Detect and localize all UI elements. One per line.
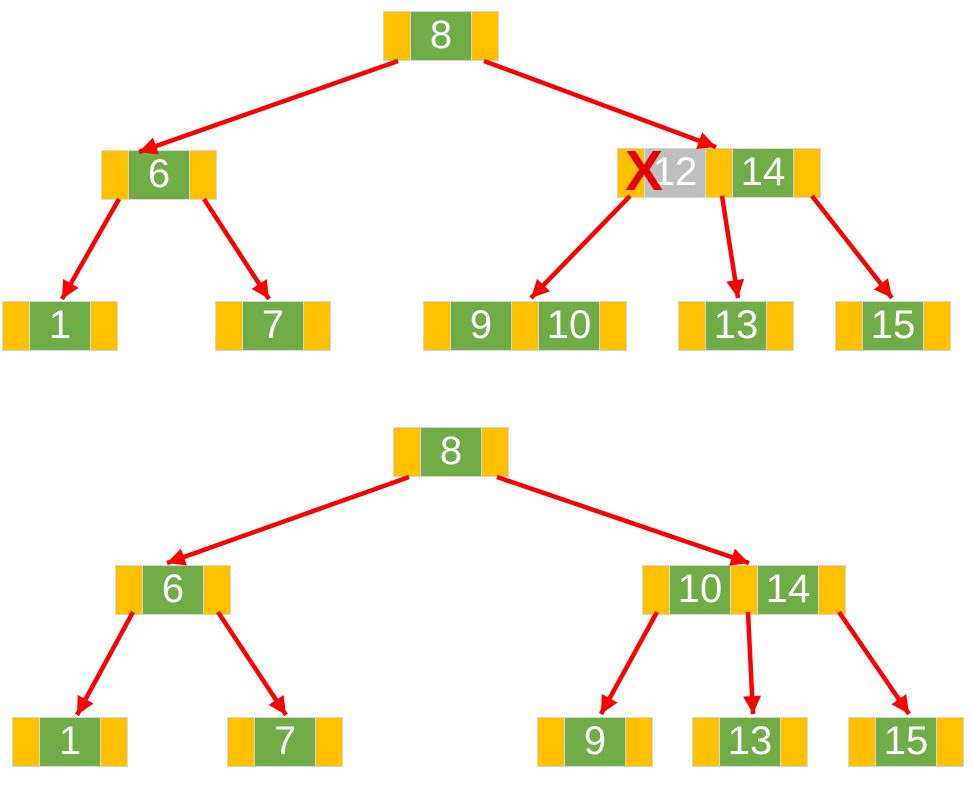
pointer-cell [90, 301, 118, 351]
after-leaf-1-node: 1 [12, 717, 128, 767]
pointer-cell [423, 301, 451, 351]
key-cell: 9 [564, 717, 626, 767]
pointer-cell [730, 565, 758, 615]
arrow-after-root-to-6 [166, 474, 410, 566]
pointer-cell [793, 148, 821, 198]
key-cell: 15 [875, 717, 937, 767]
after-leaf-9-node: 9 [537, 717, 653, 767]
arrow-after-6-to-7 [216, 610, 288, 717]
arrow-before-12-14-to-13 [719, 195, 745, 299]
key-cell: 13 [705, 301, 767, 351]
pointer-cell [189, 150, 217, 200]
arrow-after-10-14-to-15 [837, 610, 911, 716]
key-cell: 1 [39, 717, 101, 767]
before-leaf-13-node: 13 [678, 301, 794, 351]
before-leaf-15-node: 15 [835, 301, 951, 351]
key-cell: 13 [719, 717, 781, 767]
pointer-cell [101, 150, 129, 200]
pointer-cell [203, 565, 231, 615]
pointer-cell [481, 427, 509, 477]
before-leaf-1-node: 1 [2, 301, 118, 351]
key-cell: 14 [732, 148, 794, 198]
after-root-node: 8 [393, 427, 509, 477]
arrow-after-6-to-1 [75, 610, 135, 717]
pointer-cell [215, 301, 243, 351]
after-internal-6-node: 6 [115, 565, 231, 615]
key-cell: 8 [410, 11, 472, 61]
key-cell: 14 [757, 565, 819, 615]
pointer-cell [12, 717, 40, 767]
before-internal-12-14-node: 12 14 [617, 148, 821, 198]
key-cell: 7 [254, 717, 316, 767]
key-cell: 6 [142, 565, 204, 615]
pointer-cell [2, 301, 30, 351]
pointer-cell [511, 301, 539, 351]
pointer-cell [848, 717, 876, 767]
key-cell: 1 [29, 301, 91, 351]
pointer-cell [705, 148, 733, 198]
arrow-before-6-to-7 [202, 197, 271, 301]
key-cell: 8 [420, 427, 482, 477]
before-leaf-7-node: 7 [215, 301, 331, 351]
pointer-cell [315, 717, 343, 767]
key-cell: 9 [450, 301, 512, 351]
pointer-cell [923, 301, 951, 351]
key-cell: 6 [128, 150, 190, 200]
pointer-cell [617, 148, 645, 198]
arrow-before-12-14-to-9-10 [529, 194, 632, 300]
pointer-cell [227, 717, 255, 767]
pointer-cell [692, 717, 720, 767]
key-cell: 7 [242, 301, 304, 351]
after-leaf-7-node: 7 [227, 717, 343, 767]
pointer-cell [303, 301, 331, 351]
key-cell: 15 [862, 301, 924, 351]
key-cell: 10 [538, 301, 600, 351]
key-cell: 10 [669, 565, 731, 615]
after-leaf-13-node: 13 [692, 717, 808, 767]
pointer-cell [678, 301, 706, 351]
arrow-before-root-to-6 [138, 58, 399, 155]
before-internal-6-node: 6 [101, 150, 217, 200]
arrow-before-6-to-1 [60, 197, 121, 301]
after-leaf-15-node: 15 [848, 717, 964, 767]
before-leaf-9-10-node: 9 10 [423, 301, 627, 351]
arrow-after-root-to-10-14 [496, 474, 750, 566]
arrow-after-10-14-to-9 [599, 610, 659, 716]
key-cell-deleted-12: 12 [644, 148, 706, 198]
pointer-cell [642, 565, 670, 615]
after-internal-10-14-node: 10 14 [642, 565, 846, 615]
before-root-node: 8 [383, 11, 499, 61]
pointer-cell [835, 301, 863, 351]
pointer-cell [115, 565, 143, 615]
pointer-cell [818, 565, 846, 615]
pointer-cell [471, 11, 499, 61]
pointer-cell [936, 717, 964, 767]
pointer-cell [625, 717, 653, 767]
pointer-cell [537, 717, 565, 767]
arrow-after-10-14-to-13 [743, 611, 762, 715]
arrow-before-root-to-12-14 [483, 58, 717, 150]
pointer-cell [393, 427, 421, 477]
pointer-cell [780, 717, 808, 767]
pointer-cell [383, 11, 411, 61]
arrow-before-12-14-to-15 [810, 194, 894, 300]
pointer-cell [100, 717, 128, 767]
pointer-cell [599, 301, 627, 351]
pointer-cell [766, 301, 794, 351]
